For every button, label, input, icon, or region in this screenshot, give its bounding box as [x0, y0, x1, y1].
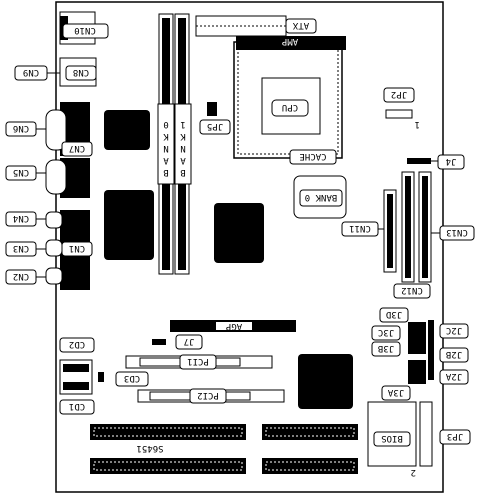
cn7-label: CN7 — [69, 143, 85, 153]
cd2-label: CD2 — [69, 339, 85, 349]
j4-pins — [407, 158, 431, 164]
cn1-label: CN1 — [69, 243, 85, 253]
jp2-pins — [385, 109, 413, 119]
bank0-module-tag — [299, 189, 343, 207]
chip-2 — [104, 190, 154, 260]
j2b-label: J2B — [446, 349, 462, 359]
j3b-tag — [371, 341, 401, 357]
pci2-label: PCI2 — [197, 390, 219, 400]
bank0-left-label: BANK0 — [163, 119, 169, 177]
chip-3 — [214, 203, 264, 263]
cn5-shell — [45, 159, 67, 195]
cn4-shell — [45, 211, 63, 229]
cn3-shell — [45, 239, 63, 257]
cache-label: CACHE — [299, 151, 326, 161]
amp-label: AMP — [281, 36, 298, 46]
j4-tag — [437, 154, 465, 170]
cn4-label: CN4 — [13, 213, 29, 223]
j4-label: J4 — [446, 156, 457, 166]
j7-label: J7 — [184, 336, 195, 346]
atx-tag — [285, 18, 317, 34]
j2b-tag — [439, 347, 469, 363]
atx-label: ATX — [292, 20, 309, 30]
cn12-label: CN12 — [401, 285, 423, 295]
isa-slot-3 — [90, 458, 246, 474]
cn11-label: CN11 — [349, 223, 371, 233]
cd3-pins — [98, 372, 104, 382]
j2a-label: J2A — [445, 371, 462, 381]
cn8-tag — [65, 65, 97, 81]
isa-slot-1 — [90, 424, 246, 440]
j3a-label: J3A — [387, 387, 404, 397]
cn3-label: CN3 — [13, 243, 29, 253]
cn7-tag — [61, 141, 93, 157]
jp2-label: JP2 — [391, 89, 407, 99]
bank1-tag — [174, 103, 192, 185]
j3c-label: J3C — [378, 327, 394, 337]
chip-1 — [104, 110, 150, 150]
cn12-tag — [393, 283, 431, 299]
jp3-label: JP3 — [447, 431, 463, 441]
j3c-tag — [371, 325, 401, 341]
cd3-label: CD3 — [124, 373, 140, 383]
j3a-pins — [408, 360, 426, 384]
jp2-tag — [383, 87, 415, 103]
bank0-tag — [157, 103, 175, 185]
agp-label: AGP — [225, 321, 242, 331]
cd1-tag — [59, 399, 95, 415]
cpu-label: CPU — [282, 102, 298, 112]
pci1-label: PCI1 — [187, 356, 209, 366]
cache-tag — [289, 149, 337, 165]
cd2-tag — [59, 337, 95, 353]
isa-slot-4 — [262, 458, 358, 474]
cn5-label: CN5 — [13, 167, 29, 177]
j7-pins — [152, 339, 166, 345]
cn13-label: CN13 — [446, 227, 468, 237]
jp3-pin2: 2 — [411, 467, 416, 477]
jp5-pins — [207, 102, 217, 116]
jp5-label: JP5 — [207, 121, 223, 131]
amp-bar — [236, 36, 346, 50]
bios-tag — [373, 431, 411, 447]
isa-slot-2 — [262, 424, 358, 440]
bank0-module-label: BANK 0 — [305, 192, 338, 202]
bank1-label: BANK1 — [180, 119, 186, 177]
cd1-label: CD1 — [69, 401, 85, 411]
j3-pins — [408, 322, 426, 354]
jp5-tag — [199, 119, 231, 135]
j3a-tag — [381, 385, 411, 401]
j2c-tag — [439, 323, 469, 339]
cd3-tag — [115, 371, 149, 387]
cn8-label: CN8 — [73, 67, 89, 77]
j2-pins — [428, 320, 434, 380]
cpu-tag — [271, 99, 309, 117]
j7-tag — [175, 334, 203, 350]
pci2-tag — [189, 388, 227, 404]
j2c-label: J2C — [446, 325, 462, 335]
jp3-tag — [439, 429, 471, 445]
cn2-label: CN2 — [13, 271, 29, 281]
pci1-tag — [179, 354, 217, 370]
jp3-pins — [419, 401, 433, 467]
cn2-shell — [45, 267, 63, 285]
j3d-tag — [379, 307, 409, 323]
cn10-tag — [62, 23, 109, 39]
cn9-label: CN9 — [23, 67, 39, 77]
bios-label: BIOS — [381, 433, 403, 443]
cn6-label: CN6 — [13, 123, 29, 133]
cn10-label: CN10 — [74, 25, 96, 35]
chip-4 — [298, 354, 353, 409]
cn7-shell — [45, 109, 67, 151]
board-id: S6451 — [136, 443, 163, 453]
j3d-label: J3D — [386, 309, 402, 319]
j2a-tag — [439, 369, 469, 385]
cn1-tag — [61, 241, 93, 257]
j3b-label: J3B — [378, 343, 394, 353]
jp2-pin1: 1 — [415, 119, 420, 129]
